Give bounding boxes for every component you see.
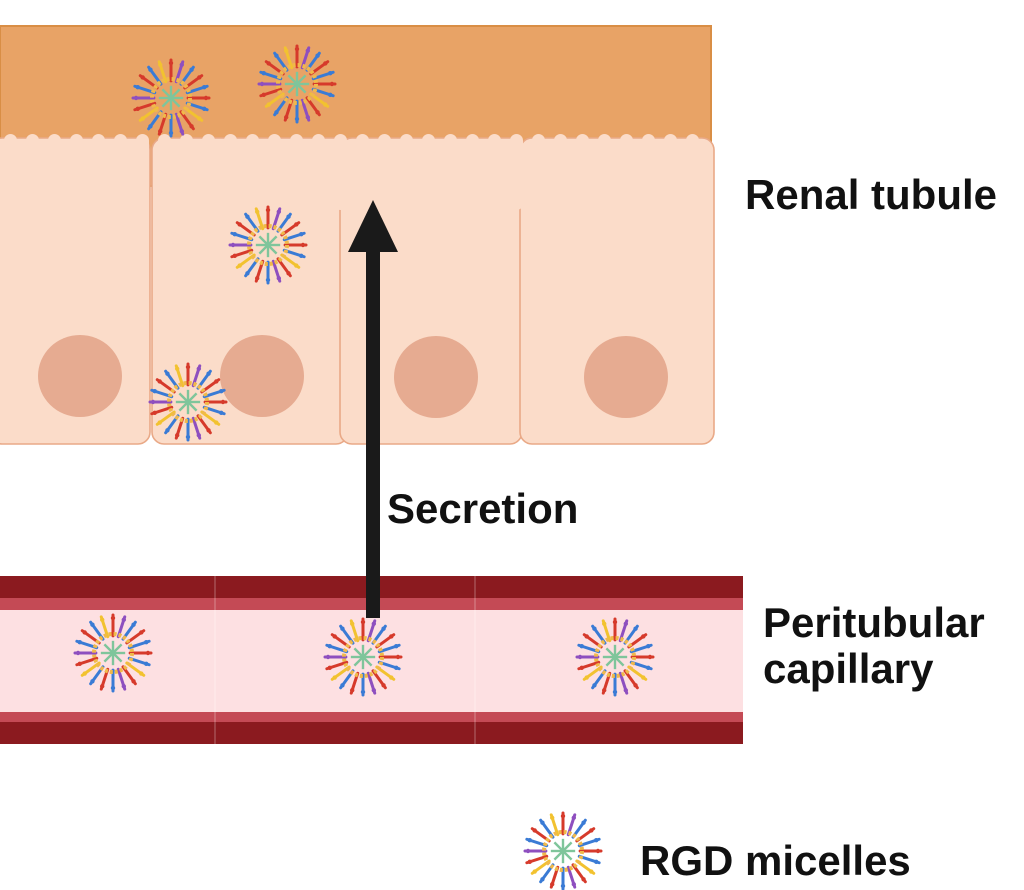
renal-tubule-label: Renal tubule <box>745 171 998 218</box>
microvillus <box>444 134 457 210</box>
microvillus <box>334 134 347 210</box>
cell-nucleus <box>220 335 304 417</box>
capillary-label-line1: Peritubular <box>763 599 985 646</box>
microvillus <box>290 134 303 210</box>
microvillus <box>400 134 413 210</box>
secretion-label: Secretion <box>387 485 579 532</box>
microvillus <box>180 134 193 210</box>
microvillus <box>26 134 39 210</box>
microvillus <box>378 134 391 210</box>
rgd-micelle-icon <box>228 205 308 285</box>
rgd-micelle-icon <box>148 362 228 442</box>
microvillus <box>4 134 17 210</box>
microvillus <box>356 134 369 210</box>
microvillus <box>70 134 83 210</box>
capillary-inner-wall-bottom <box>0 712 743 722</box>
microvillus <box>642 134 655 210</box>
microvillus <box>422 134 435 210</box>
microvillus <box>554 134 567 210</box>
micelle-layer <box>73 44 655 890</box>
peritubular-capillary-label: Peritubular capillary <box>763 600 985 692</box>
secretion-arrow-icon <box>348 200 398 618</box>
rgd-micelle-icon <box>323 617 403 697</box>
microvillus <box>136 134 149 210</box>
microvillus <box>510 134 523 210</box>
capillary-wall-bottom <box>0 722 743 744</box>
microvillus <box>224 134 237 210</box>
microvillus <box>576 134 589 210</box>
peritubular-capillary <box>0 576 743 744</box>
rgd-micelle-icon <box>131 58 211 138</box>
microvillus <box>598 134 611 210</box>
microvillus <box>620 134 633 210</box>
microvillus <box>158 134 171 210</box>
rgd-micelle-icon <box>73 613 153 693</box>
microvillus <box>114 134 127 210</box>
cell-nucleus <box>38 335 122 417</box>
microvillus <box>92 134 105 210</box>
cell-nucleus <box>584 336 668 418</box>
microvillus <box>246 134 259 210</box>
rgd-micelle-icon <box>257 44 337 124</box>
microvillus <box>488 134 501 210</box>
microvillus <box>466 134 479 210</box>
capillary-label-line2: capillary <box>763 645 934 692</box>
cell-nucleus <box>394 336 478 418</box>
microvillus <box>268 134 281 210</box>
microvillus <box>686 134 699 210</box>
microvillus <box>664 134 677 210</box>
microvillus <box>532 134 545 210</box>
brush-border-villi <box>4 134 699 210</box>
cell-nuclei <box>38 335 668 418</box>
legend-micelle-icon <box>523 811 603 890</box>
microvillus <box>202 134 215 210</box>
microvillus <box>312 134 325 210</box>
rgd-micelle-icon <box>575 617 655 697</box>
legend-label: RGD micelles <box>640 837 911 884</box>
microvillus <box>48 134 61 210</box>
